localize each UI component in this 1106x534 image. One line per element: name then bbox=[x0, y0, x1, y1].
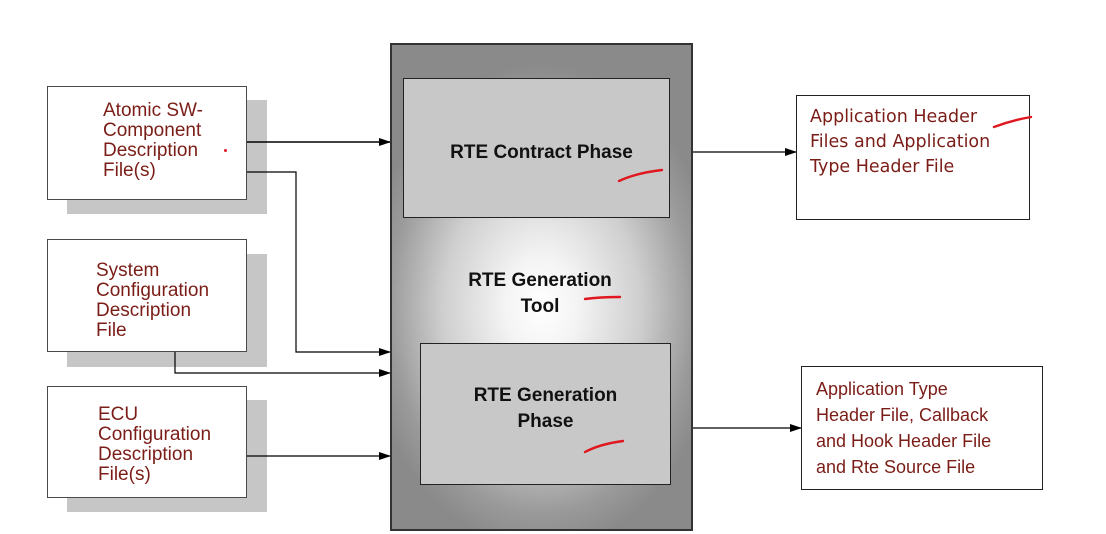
output-box-application-header-files: Application Header Files and Application… bbox=[796, 95, 1030, 220]
input-box-label: System Configuration Description File bbox=[96, 261, 209, 341]
contract-phase-label: RTE Contract Phase bbox=[450, 142, 633, 163]
text-line: File bbox=[96, 320, 127, 341]
red-underline-mark bbox=[583, 439, 625, 454]
text-line: Application Header bbox=[810, 107, 978, 127]
input-box-atomic-sw-component: Atomic SW- Component Description File(s) bbox=[47, 86, 247, 200]
text-line: and Rte Source File bbox=[816, 457, 976, 477]
input-box-label: ECU Configuration Description File(s) bbox=[98, 405, 211, 485]
text-line: RTE Generation bbox=[468, 270, 612, 291]
red-underline-mark bbox=[617, 168, 664, 183]
input-box-label: Atomic SW- Component Description File(s) bbox=[103, 101, 203, 181]
input-box-system-configuration: System Configuration Description File bbox=[47, 239, 247, 352]
text-line: and Hook Header File bbox=[816, 431, 992, 451]
rte-generation-phase-box: RTE Generation Phase bbox=[420, 343, 671, 485]
tool-label: RTE Generation Tool bbox=[420, 268, 660, 320]
text-line: Description bbox=[96, 300, 192, 321]
text-line: Description bbox=[98, 444, 194, 465]
text-line: Atomic SW- bbox=[103, 100, 203, 121]
text-line: Tool bbox=[520, 296, 560, 317]
text-line: RTE Generation bbox=[473, 385, 618, 406]
dot-mark bbox=[224, 149, 227, 152]
text-line: System bbox=[96, 260, 160, 281]
input-box-ecu-configuration: ECU Configuration Description File(s) bbox=[47, 386, 247, 498]
text-line: File(s) bbox=[98, 464, 151, 485]
text-line: Configuration bbox=[96, 280, 210, 301]
rte-contract-phase-box: RTE Contract Phase bbox=[403, 78, 670, 218]
text-line: Component bbox=[103, 120, 202, 141]
red-underline-mark bbox=[583, 295, 622, 301]
text-line: Type Header File bbox=[810, 157, 955, 177]
text-line: Phase bbox=[517, 411, 574, 432]
text-line: Application Type bbox=[816, 379, 948, 399]
text-line: Configuration bbox=[98, 424, 212, 445]
red-underline-mark bbox=[992, 115, 1033, 129]
text-line: Header File, Callback bbox=[816, 405, 989, 425]
output-box-rte-source-files: Application Type Header File, Callback a… bbox=[801, 366, 1043, 490]
text-line: ECU bbox=[98, 404, 139, 425]
text-line: File(s) bbox=[103, 160, 156, 181]
text-line: Files and Application bbox=[810, 132, 991, 152]
arrow-atomic-to-generation bbox=[247, 171, 391, 356]
text-line: Description bbox=[103, 140, 199, 161]
arrow-system-to-generation bbox=[174, 352, 391, 377]
generation-phase-label: RTE Generation Phase bbox=[421, 383, 670, 435]
